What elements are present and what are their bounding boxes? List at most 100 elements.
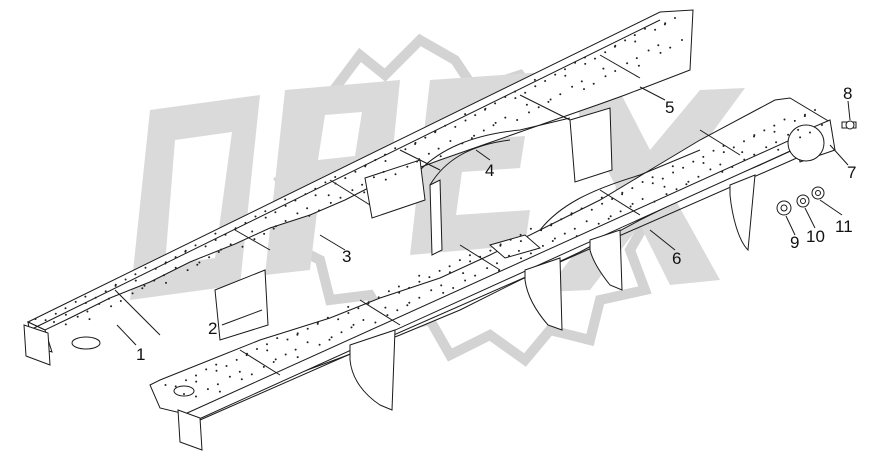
rivet: [195, 395, 197, 398]
rivet: [286, 338, 289, 341]
rivet: [570, 213, 573, 216]
rivet: [529, 227, 532, 230]
rivet: [404, 148, 407, 151]
rivet-dots: [34, 17, 823, 398]
rivet: [743, 140, 745, 143]
rivet: [208, 256, 211, 259]
rivet: [559, 93, 562, 96]
rivet: [114, 284, 117, 287]
rivet: [563, 232, 566, 235]
rivet: [427, 152, 430, 155]
rivet: [614, 70, 617, 72]
rivet: [351, 189, 354, 192]
rivet: [86, 310, 89, 313]
rivet: [549, 98, 552, 101]
rivet: [442, 291, 445, 294]
rivet: [544, 80, 547, 82]
rivet: [468, 254, 471, 257]
rivet: [274, 358, 277, 361]
rivet: [143, 284, 146, 287]
callout-11: 11: [835, 217, 853, 236]
rivet: [653, 200, 656, 203]
rivet: [529, 252, 532, 255]
rivet: [524, 91, 527, 94]
rivet: [797, 128, 800, 131]
rivet: [256, 348, 258, 350]
rivet: [685, 183, 688, 186]
callout-10: 10: [806, 227, 825, 246]
rivet: [574, 61, 577, 64]
nut-9: [776, 200, 792, 216]
callout-5: 5: [665, 98, 674, 117]
fasteners: [776, 120, 857, 216]
rivet: [318, 209, 320, 212]
upper-rail-top: [26, 9, 694, 331]
bolt-8: [841, 120, 857, 130]
rivet: [352, 323, 355, 326]
rivet: [284, 198, 287, 201]
rivet: [229, 243, 232, 246]
rivet: [584, 62, 587, 65]
watermark-letter-o: [130, 95, 260, 300]
rivet: [418, 296, 421, 299]
rivet: [624, 39, 627, 42]
rivet: [629, 205, 632, 208]
rivet: [215, 363, 218, 366]
lower-oval-hole: [173, 385, 195, 397]
rivet: [266, 349, 269, 352]
rivet: [439, 155, 442, 158]
rivet: [238, 370, 241, 373]
rivet: [76, 315, 79, 318]
rivet: [777, 148, 780, 151]
rivet: [174, 266, 177, 269]
rivet: [464, 279, 467, 282]
rivet: [266, 343, 268, 346]
rivet: [131, 292, 134, 295]
rivet: [775, 141, 778, 144]
rivet: [134, 279, 137, 282]
lower-rail: [149, 97, 833, 451]
rivet: [583, 56, 586, 59]
rivet: [516, 119, 519, 121]
rivet: [296, 356, 299, 359]
rivet: [580, 207, 583, 210]
rivet: [224, 233, 227, 236]
rivet: [88, 318, 91, 321]
upper-bracket-5: [569, 107, 613, 183]
rivet: [721, 170, 724, 173]
rivet: [633, 34, 636, 37]
rivet: [327, 194, 330, 197]
rivet: [357, 307, 360, 310]
rivet: [64, 313, 67, 316]
end-cap: [787, 119, 836, 163]
callout-1: 1: [136, 345, 145, 364]
rivet: [217, 251, 220, 253]
rivet: [204, 245, 207, 248]
rivet: [418, 280, 421, 283]
lower-center-plate: [488, 234, 542, 259]
rivet: [274, 225, 277, 228]
rivet: [601, 202, 604, 205]
rivet: [763, 129, 766, 132]
rivet: [671, 165, 674, 168]
rivet: [585, 220, 588, 223]
rivet: [464, 113, 467, 116]
callout-3: 3: [342, 247, 351, 266]
rivet: [396, 309, 399, 312]
rivet: [296, 212, 299, 215]
rivet: [461, 142, 464, 145]
rivet: [53, 321, 55, 323]
upper-bracket-3: [364, 159, 426, 219]
rivet: [141, 287, 144, 290]
rivet: [196, 263, 199, 266]
rivet: [499, 244, 502, 247]
rivet: [374, 321, 377, 324]
rivet: [262, 365, 265, 368]
rivet: [773, 124, 776, 127]
callout-6: 6: [672, 249, 681, 268]
rivet: [340, 331, 343, 334]
rivet: [469, 260, 472, 263]
rivet: [452, 287, 455, 289]
rivet: [604, 51, 607, 54]
